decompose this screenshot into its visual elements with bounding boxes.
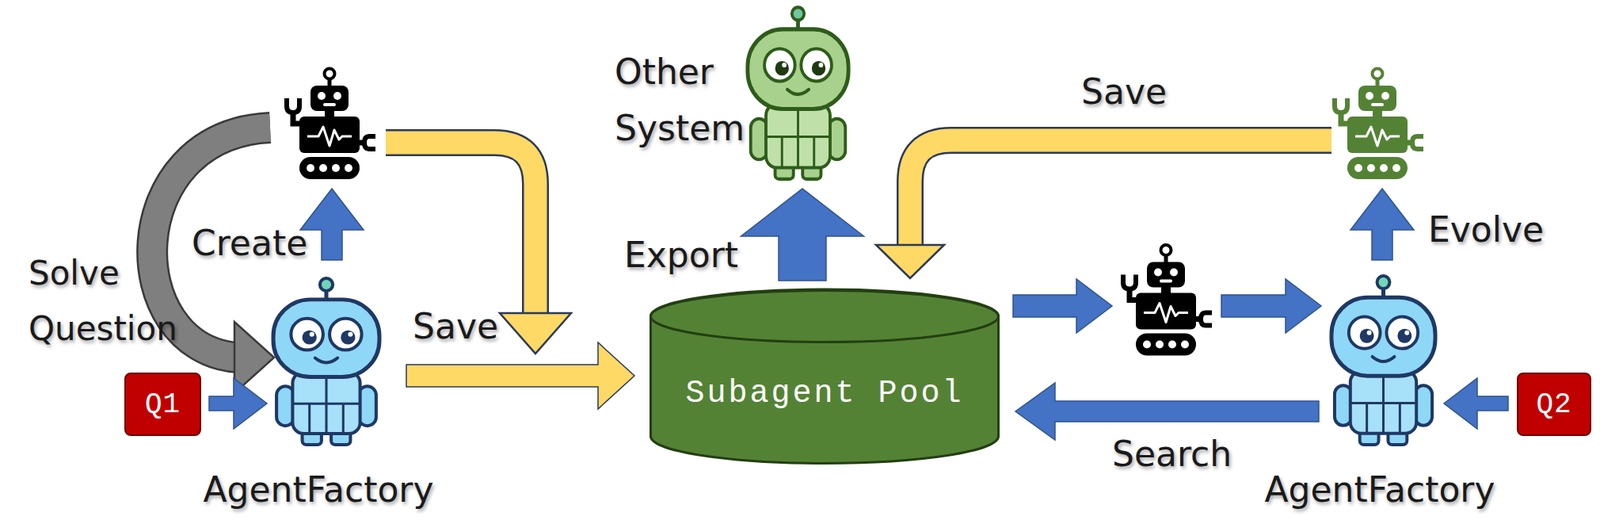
flow-arrow xyxy=(1015,382,1319,440)
flow-arrow xyxy=(741,188,865,281)
robot-eye-glint xyxy=(1404,330,1410,336)
node-label: AgentFactory xyxy=(203,468,435,511)
create-arrow xyxy=(300,188,364,260)
save-arrow xyxy=(910,140,1332,249)
robot-head xyxy=(1331,297,1436,376)
robot-smile xyxy=(1372,356,1395,362)
retrieve-arrow xyxy=(1013,278,1113,333)
edge-label: Export xyxy=(624,234,739,276)
pool-cylinder: Subagent Pool xyxy=(649,289,1000,465)
save-arrow-head xyxy=(876,244,945,279)
curved-arrow-head xyxy=(234,321,275,393)
robot-pupil xyxy=(340,330,355,345)
robot-eye xyxy=(764,48,796,81)
robot-pupil xyxy=(1397,328,1412,343)
robot-pupil xyxy=(775,60,789,76)
evolved-subagent-robot xyxy=(1334,68,1424,180)
arrow-label: Solve Question xyxy=(28,245,187,357)
robot-panel xyxy=(292,373,360,434)
flow-arrow xyxy=(209,377,267,429)
robot-eye xyxy=(329,318,362,351)
evolve-arrow xyxy=(1350,188,1414,260)
save-arrow-head xyxy=(499,312,572,354)
robot-head xyxy=(273,299,380,378)
robot-pupil xyxy=(302,330,317,345)
subagent-robot xyxy=(1123,244,1212,356)
subagent-robot xyxy=(286,68,376,180)
robot-eye-glint xyxy=(1367,330,1372,336)
robot-body xyxy=(1350,370,1417,434)
arrow-label: Evolve xyxy=(1428,209,1544,251)
save-arrow-outline xyxy=(910,140,1332,248)
robot-figure xyxy=(1328,273,1439,450)
robot-eye xyxy=(800,48,832,81)
robot-pupil xyxy=(811,60,826,76)
question-label: Q2 xyxy=(1535,388,1572,421)
edge-label: Save xyxy=(412,305,499,347)
robot-antenna-ball xyxy=(320,278,333,291)
question-label: Q1 xyxy=(144,388,181,421)
arrow-label: Save xyxy=(1081,71,1167,113)
retrieve-arrow xyxy=(1221,278,1322,333)
external-robot: Other System xyxy=(744,4,852,184)
robot-eye-glint xyxy=(347,331,353,337)
node-label: AgentFactory xyxy=(1264,468,1496,511)
robot-eye xyxy=(1348,316,1381,348)
robot-panel xyxy=(1350,372,1417,434)
agent-robot: AgentFactory xyxy=(1328,273,1439,450)
robot-head xyxy=(747,29,849,110)
robot-eye-glint xyxy=(819,62,824,68)
robot-figure xyxy=(270,275,383,450)
flow-arrow xyxy=(406,342,635,409)
robot-eye-glint xyxy=(309,331,315,337)
robot-body xyxy=(292,371,360,434)
node-label: Other System xyxy=(614,43,766,157)
save-arrow xyxy=(385,142,536,317)
robot-antenna-ball xyxy=(1377,275,1391,289)
arrow-label: Create xyxy=(191,222,308,264)
robot-eye-glint xyxy=(781,62,787,68)
robot-smile xyxy=(787,89,809,95)
robot-pupil xyxy=(1360,328,1375,343)
robot-smile xyxy=(315,358,338,363)
robot-antenna-ball xyxy=(792,7,804,20)
robot-figure xyxy=(744,4,852,184)
flow-arrow xyxy=(1443,377,1509,429)
node-label: Subagent Pool xyxy=(685,375,964,412)
edge-label: Search xyxy=(1112,433,1232,475)
agent-robot: AgentFactory xyxy=(270,275,383,450)
robot-eye xyxy=(290,318,324,351)
question-box: Q2 xyxy=(1516,372,1592,436)
robot-panel xyxy=(765,105,831,168)
robot-body xyxy=(765,103,831,168)
cylinder-body xyxy=(651,289,999,464)
cylinder-top xyxy=(651,290,999,343)
save-arrow-outline xyxy=(385,142,536,316)
question-box: Q1 xyxy=(124,372,202,436)
robot-eye xyxy=(1386,316,1418,348)
